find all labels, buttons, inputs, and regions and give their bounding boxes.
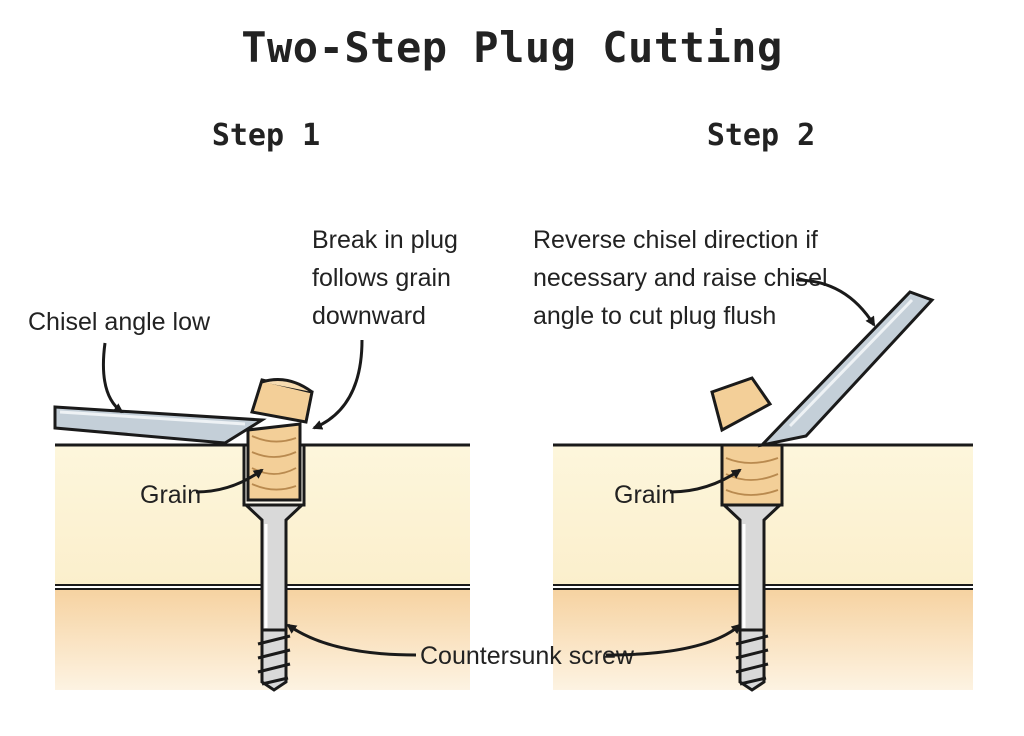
countersunk-screw-label: Countersunk screw [420, 642, 635, 670]
chisel-low-angle [53, 405, 267, 445]
plug-lower-piece [246, 422, 302, 502]
step-1-panel: Chisel angle low Break in plug follows g… [28, 226, 470, 692]
chisel-direction-leader [795, 278, 876, 327]
chisel-raised-angle [757, 290, 935, 448]
step-1-heading: Step 1 [212, 118, 320, 153]
plug-broken-chip [250, 378, 314, 424]
plug-break-leader [312, 339, 364, 430]
chisel-angle-label: Chisel angle low [28, 308, 211, 336]
screw-leader-right [605, 623, 742, 657]
plug-removed-chip [710, 376, 773, 433]
grain-leader [195, 468, 264, 494]
chisel-direction-label: Reverse chisel direction if necessary an… [533, 226, 835, 330]
countersunk-screw [242, 503, 306, 692]
diagram-title: Two-Step Plug Cutting [241, 23, 783, 72]
grain-label: Grain [140, 481, 201, 509]
plug-break-label: Break in plug follows grain downward [312, 226, 465, 330]
chisel-angle-leader [101, 342, 124, 414]
countersunk-screw [720, 503, 784, 692]
step-2-heading: Step 2 [707, 118, 815, 153]
grain-label: Grain [614, 481, 675, 509]
grain-leader [669, 468, 742, 494]
screw-leader-left [286, 623, 417, 657]
step-2-panel: Reverse chisel direction if necessary an… [533, 226, 973, 692]
